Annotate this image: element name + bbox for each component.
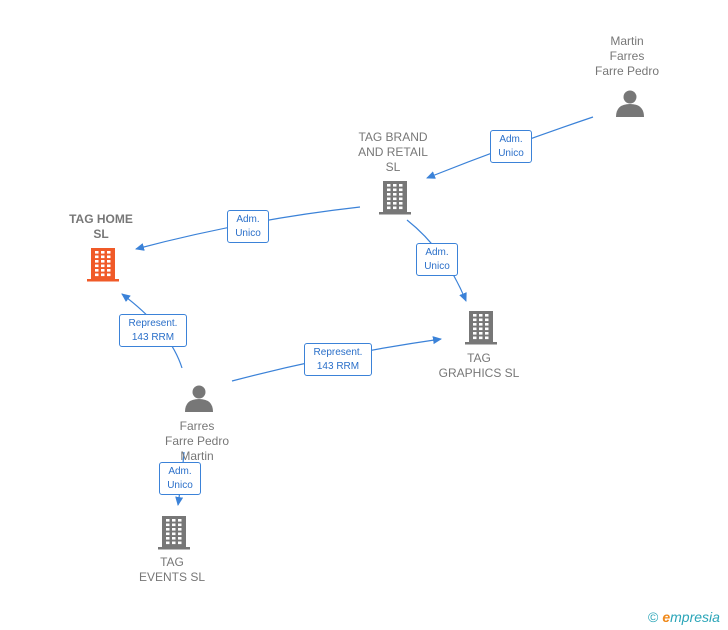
brand-initial: e	[662, 609, 671, 625]
node-label-home[interactable]: TAG HOME SL	[69, 212, 133, 241]
brand-name: mpresia	[670, 609, 720, 625]
building-icon-graphics[interactable]	[465, 311, 497, 345]
node-label-brand[interactable]: TAG BRAND AND RETAIL SL	[358, 130, 428, 174]
empresia-logo: ©empresia	[648, 609, 720, 625]
edge-label-farres-home[interactable]: Represent. 143 RRM	[119, 314, 187, 347]
edge-label-martin-brand[interactable]: Adm. Unico	[490, 130, 532, 163]
copyright-symbol: ©	[648, 609, 659, 625]
node-label-graphics[interactable]: TAG GRAPHICS SL	[438, 351, 520, 380]
edge-label-farres-events[interactable]: Adm. Unico	[159, 462, 201, 495]
node-label-farres[interactable]: Farres Farre Pedro Martin	[164, 419, 230, 463]
edge-label-brand-graphics[interactable]: Adm. Unico	[416, 243, 458, 276]
node-label-martin[interactable]: Martin Farres Farre Pedro	[594, 34, 660, 78]
building-icon-home[interactable]	[87, 248, 119, 282]
edge-label-farres-graphics[interactable]: Represent. 143 RRM	[304, 343, 372, 376]
building-icon-events[interactable]	[158, 516, 190, 550]
person-icon-farres[interactable]	[185, 385, 213, 413]
building-icon-brand[interactable]	[379, 181, 411, 215]
edge-label-brand-home[interactable]: Adm. Unico	[227, 210, 269, 243]
node-label-events[interactable]: TAG EVENTS SL	[138, 555, 206, 584]
person-icon-martin[interactable]	[616, 90, 644, 118]
